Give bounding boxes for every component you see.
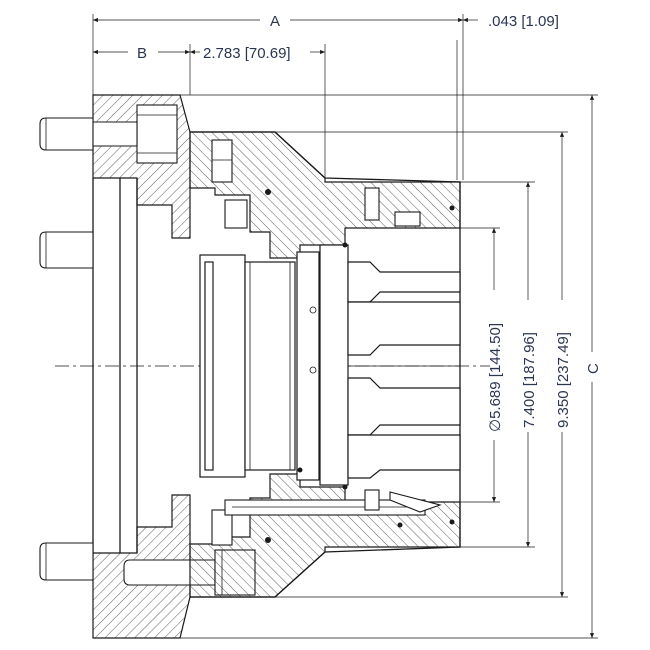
dim-b-label: B: [137, 45, 147, 62]
dim-c-label: C: [585, 363, 602, 374]
dim-clearance-label: .043 [1.09]: [488, 13, 559, 30]
adapter-plate: [92, 94, 191, 639]
o-rings: [265, 189, 455, 543]
dim-pilot-dia-label: 7.400 [187.96]: [521, 332, 538, 428]
dimension-lines: [92, 14, 598, 639]
dim-flange-dia-label: 9.350 [237.49]: [555, 332, 572, 428]
collet: [319, 244, 461, 486]
dim-bore-dia-label: ∅5.689 [144.50]: [487, 323, 504, 432]
front-retainer: [364, 187, 442, 513]
piston: [199, 251, 320, 481]
dim-a-label: A: [270, 13, 280, 30]
studs: [39, 117, 138, 581]
dim-length-label: 2.783 [70.69]: [203, 45, 291, 62]
